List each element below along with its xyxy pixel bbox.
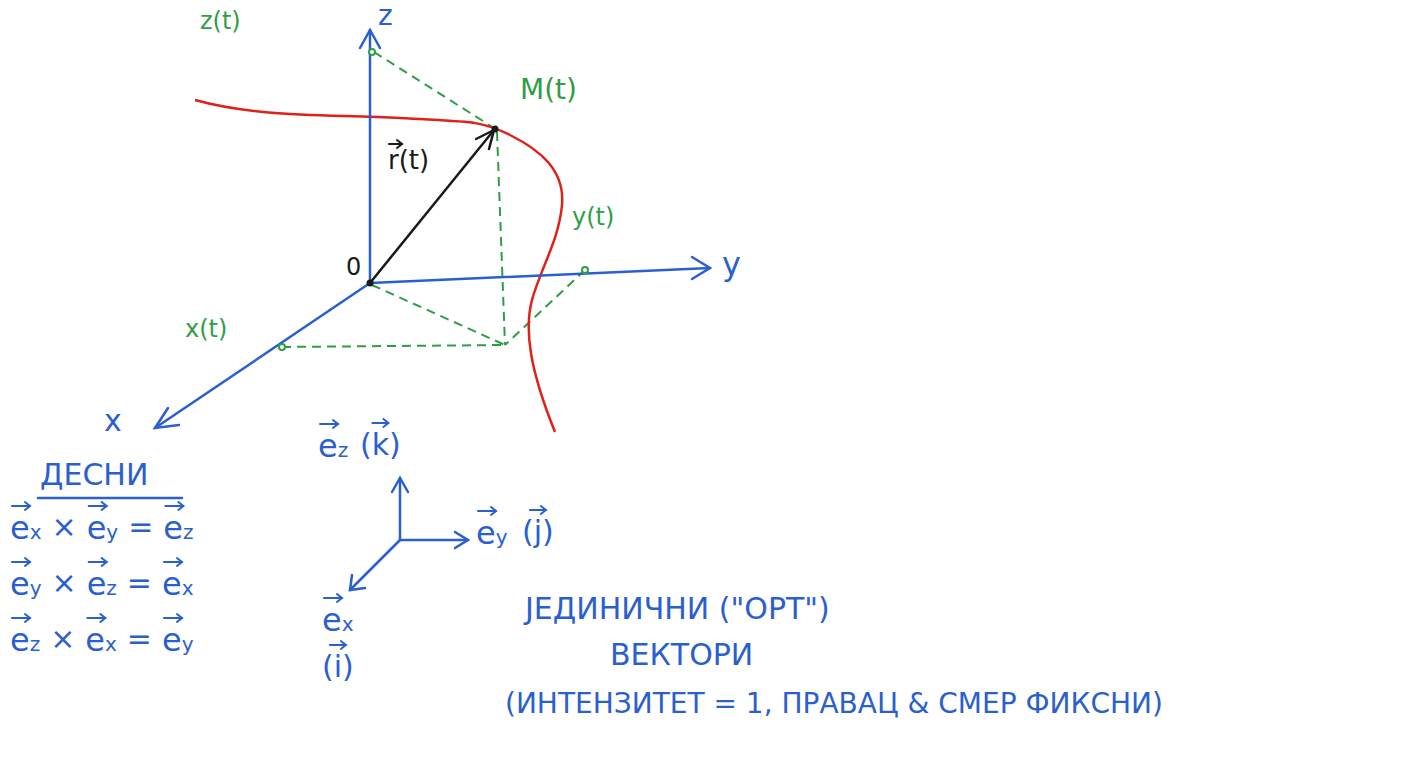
cross-product-rule: ez × ex = ey bbox=[10, 612, 194, 656]
axis-label: ДЕСНИ bbox=[40, 458, 148, 493]
position-vector bbox=[370, 130, 494, 283]
projection-points bbox=[279, 49, 588, 350]
vector-symbol: ey bbox=[162, 612, 194, 656]
vector-arrow bbox=[324, 594, 342, 602]
vector-arrow bbox=[89, 558, 107, 566]
vector-symbol: ex bbox=[10, 500, 42, 544]
vector-symbol: ez bbox=[87, 556, 117, 600]
axis-label: x bbox=[104, 404, 122, 439]
vector-symbol: ez bbox=[318, 418, 348, 462]
vector-arrow bbox=[530, 506, 546, 514]
axis-label: ЈЕДИНИЧНИ ("ОРТ") bbox=[525, 592, 830, 627]
vector-symbol: ex bbox=[322, 592, 354, 636]
origin-point bbox=[367, 280, 374, 287]
space-curve bbox=[195, 100, 562, 432]
vector-arrow bbox=[89, 502, 107, 510]
axis-label: z(t) bbox=[200, 8, 241, 36]
vector-symbol: (i) bbox=[322, 640, 354, 682]
vector-arrow bbox=[330, 641, 346, 649]
vector-symbol: (k) bbox=[360, 418, 401, 460]
cross-product-rule: ex × ey = ez bbox=[10, 500, 194, 544]
vector-arrow bbox=[320, 420, 338, 428]
axis-label: y bbox=[722, 246, 741, 283]
operator-sign: = bbox=[127, 622, 152, 657]
vector-arrow bbox=[12, 558, 30, 566]
axis-label: 0 bbox=[346, 254, 361, 282]
vector-arrow bbox=[165, 502, 183, 510]
vector-arrow bbox=[164, 558, 182, 566]
axis-label: M(t) bbox=[520, 74, 577, 106]
vector-symbol: r(t) bbox=[388, 146, 429, 176]
vector-arrow bbox=[372, 419, 388, 427]
vector-symbol: ez bbox=[10, 612, 40, 656]
vector-symbol: ey bbox=[476, 505, 508, 549]
vector-symbol: (j) bbox=[522, 505, 554, 547]
vector-arrow bbox=[478, 507, 496, 515]
point-m bbox=[492, 126, 499, 133]
axis-label: (ИНТЕНЗИТЕТ = 1, ПРАВАЦ & СМЕР ФИКСНИ) bbox=[505, 688, 1163, 720]
axis-label: y(t) bbox=[572, 204, 614, 232]
axis-label: x(t) bbox=[185, 316, 227, 344]
vector-symbol: ex bbox=[162, 556, 194, 600]
operator-sign: = bbox=[127, 566, 152, 601]
vector-arrow bbox=[12, 614, 30, 622]
vector-arrow bbox=[12, 502, 30, 510]
vector-arrow bbox=[164, 614, 182, 622]
projection-lines bbox=[282, 52, 585, 347]
operator-sign: × bbox=[50, 622, 75, 657]
operator-sign: = bbox=[128, 510, 153, 545]
cross-product-rule: ey × ez = ex bbox=[10, 556, 194, 600]
vector-symbol: ey bbox=[10, 556, 42, 600]
axes bbox=[155, 30, 710, 428]
axis-label: z bbox=[378, 0, 393, 32]
vector-symbol: ez bbox=[163, 500, 193, 544]
axis-label: ВЕКТОРИ bbox=[610, 638, 753, 673]
vector-symbol: ey bbox=[87, 500, 119, 544]
vector-symbol: ex bbox=[85, 612, 117, 656]
operator-sign: × bbox=[52, 510, 77, 545]
operator-sign: × bbox=[52, 566, 77, 601]
vector-arrow bbox=[87, 614, 105, 622]
